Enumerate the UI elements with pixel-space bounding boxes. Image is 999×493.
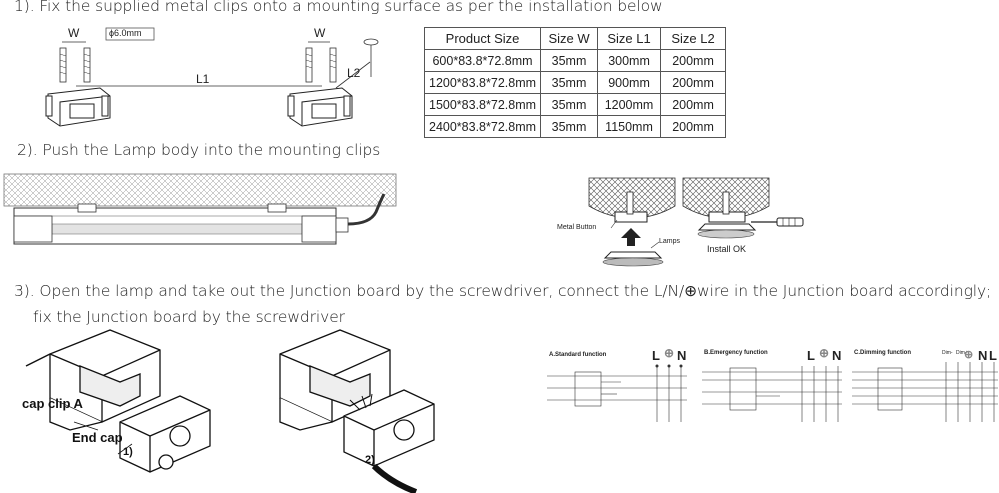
table-header: Size L2: [660, 27, 727, 50]
table-header-row: Product Size Size W Size L1 Size L2: [423, 27, 727, 50]
table-cell: 200mm: [660, 115, 727, 138]
clip-installation-diagram: W W ϕ6.0mm L1 L2: [40, 22, 400, 134]
table-cell: 2400*83.8*72.8mm: [423, 115, 542, 138]
table-row: 1500*83.8*72.8mm 35mm 1200mm 200mm: [423, 93, 727, 116]
dim-minus-label: Dim-: [942, 350, 953, 356]
wiring-b-title: B.Emergency function: [704, 350, 768, 356]
lamp-drawing: [3, 173, 397, 245]
table-cell: 1500*83.8*72.8mm: [423, 93, 542, 116]
lamps-label: Lamps: [659, 238, 681, 245]
end-cap-label: End cap: [72, 430, 123, 445]
terminal-earth: ⊕: [664, 346, 675, 360]
table-header: Size W: [540, 27, 599, 50]
w-label-right: W: [314, 26, 326, 40]
step-3-text-cont: fix the Junction board by the screwdrive…: [33, 308, 345, 326]
figure-1-label: 1): [123, 446, 133, 458]
wiring-a-title: A.Standard function: [549, 352, 607, 358]
cap-clip-label: cap clip A: [22, 396, 83, 411]
install-ok-label: Install OK: [707, 244, 747, 254]
wiring-emergency: B.Emergency function L ⊕ N: [702, 346, 842, 422]
terminal-l: L: [807, 348, 815, 363]
clip-mount-detail: Metal Button Lamps Install OK: [555, 176, 805, 268]
wiring-b-lines: [702, 366, 842, 422]
junction-drawing: [25, 329, 435, 493]
size-spec-table: Product Size Size W Size L1 Size L2 600*…: [423, 27, 727, 138]
table-cell: 35mm: [540, 93, 599, 116]
l1-label: L1: [196, 72, 210, 86]
wiring-standard: A.Standard function L ⊕ N: [547, 346, 687, 422]
clip-drawing: [45, 27, 379, 127]
terminal-n: N: [978, 348, 988, 363]
table-cell: 200mm: [660, 93, 727, 116]
wiring-c-title: C.Dimming function: [854, 350, 911, 356]
mount-detail-drawing: [588, 177, 804, 267]
table-cell: 600*83.8*72.8mm: [423, 49, 542, 72]
terminal-earth: ⊕: [964, 349, 974, 361]
table-header: Size L1: [597, 27, 662, 50]
table-row: 600*83.8*72.8mm 35mm 300mm 200mm: [423, 49, 727, 72]
wiring-a-lines: [547, 364, 687, 422]
step-2-text: 2). Push the Lamp body into the mounting…: [17, 141, 381, 159]
l2-label: L2: [347, 66, 361, 80]
table-cell: 1150mm: [597, 115, 662, 138]
wiring-c-lines: [852, 362, 998, 422]
table-cell: 1200mm: [597, 93, 662, 116]
terminal-n: N: [677, 348, 687, 363]
step-3-text: 3). Open the lamp and take out the Junct…: [14, 282, 992, 300]
wiring-dimming: C.Dimming function Dim- Dim+ ⊕ N L: [852, 346, 998, 422]
table-row: 1200*83.8*72.8mm 35mm 900mm 200mm: [423, 71, 727, 94]
table-cell: 200mm: [660, 49, 727, 72]
table-cell: 35mm: [540, 49, 599, 72]
table-cell: 1200*83.8*72.8mm: [423, 71, 542, 94]
terminal-n: N: [832, 348, 842, 363]
table-cell: 35mm: [540, 115, 599, 138]
table-cell: 200mm: [660, 71, 727, 94]
table-header: Product Size: [423, 27, 542, 50]
terminal-l: L: [652, 348, 660, 363]
table-cell: 35mm: [540, 71, 599, 94]
metal-button-label: Metal Button: [557, 224, 597, 231]
dim-plus-label: Dim+: [956, 350, 968, 356]
terminal-earth: ⊕: [819, 346, 830, 360]
table-row: 2400*83.8*72.8mm 35mm 1150mm 200mm: [423, 115, 727, 138]
terminal-l: L: [989, 348, 997, 363]
w-label-left: W: [68, 26, 80, 40]
hole-diameter-label: ϕ6.0mm: [109, 28, 142, 38]
figure-2-label: 2): [365, 454, 375, 466]
lamp-body-diagram: [0, 172, 400, 250]
step-1-text: 1). Fix the supplied metal clips onto a …: [14, 0, 663, 15]
table-cell: 300mm: [597, 49, 662, 72]
junction-board-diagram: cap clip A End cap 1) 2): [10, 326, 440, 493]
table-cell: 900mm: [597, 71, 662, 94]
